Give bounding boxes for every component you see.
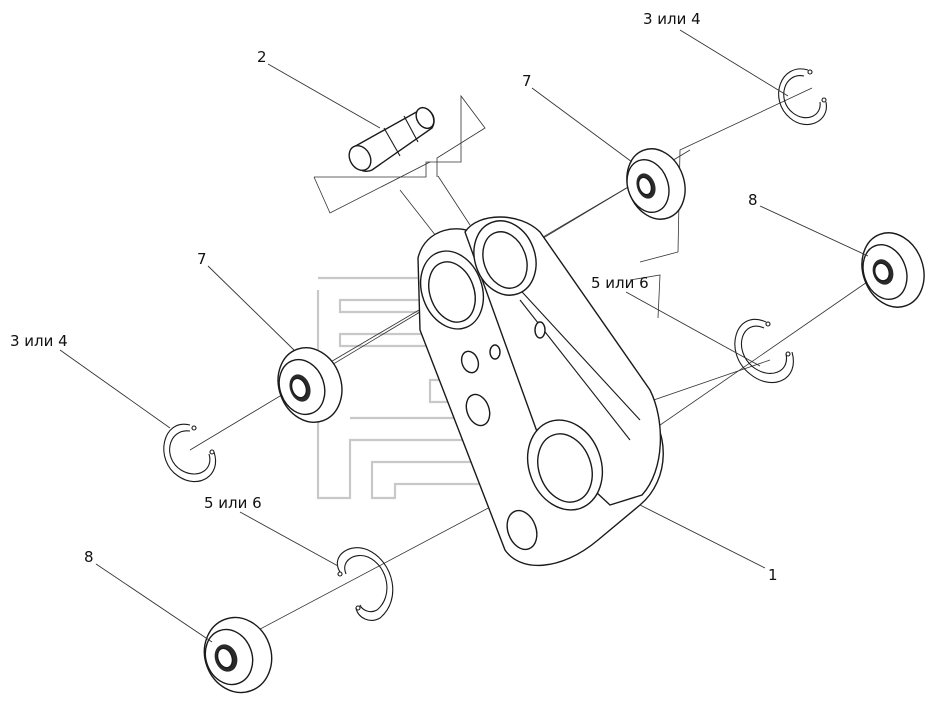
retaining-ring-bottom-left xyxy=(337,547,394,621)
label-part-5-6-right: 5 или 6 xyxy=(591,274,649,292)
leader-lines xyxy=(59,29,869,643)
label-part-3-4-top: 3 или 4 xyxy=(643,10,701,28)
pin xyxy=(348,106,435,172)
retaining-ring-top xyxy=(778,68,827,126)
bearing-right xyxy=(861,232,925,308)
label-part-7-left: 7 xyxy=(197,250,207,268)
label-part-2: 2 xyxy=(257,48,267,66)
bearing-bottom-left xyxy=(203,616,273,694)
label-part-5-6-left: 5 или 6 xyxy=(204,494,262,512)
label-part-1: 1 xyxy=(768,566,778,584)
retaining-ring-left xyxy=(163,423,217,482)
label-part-8-left: 8 xyxy=(84,548,94,566)
bearing-top xyxy=(626,148,686,220)
lever-body xyxy=(417,216,664,567)
bearing-left xyxy=(277,347,343,423)
label-part-8-right: 8 xyxy=(748,191,758,209)
retaining-ring-right xyxy=(734,319,794,384)
label-part-3-4-left: 3 или 4 xyxy=(10,332,68,350)
label-part-7-top: 7 xyxy=(522,72,532,90)
